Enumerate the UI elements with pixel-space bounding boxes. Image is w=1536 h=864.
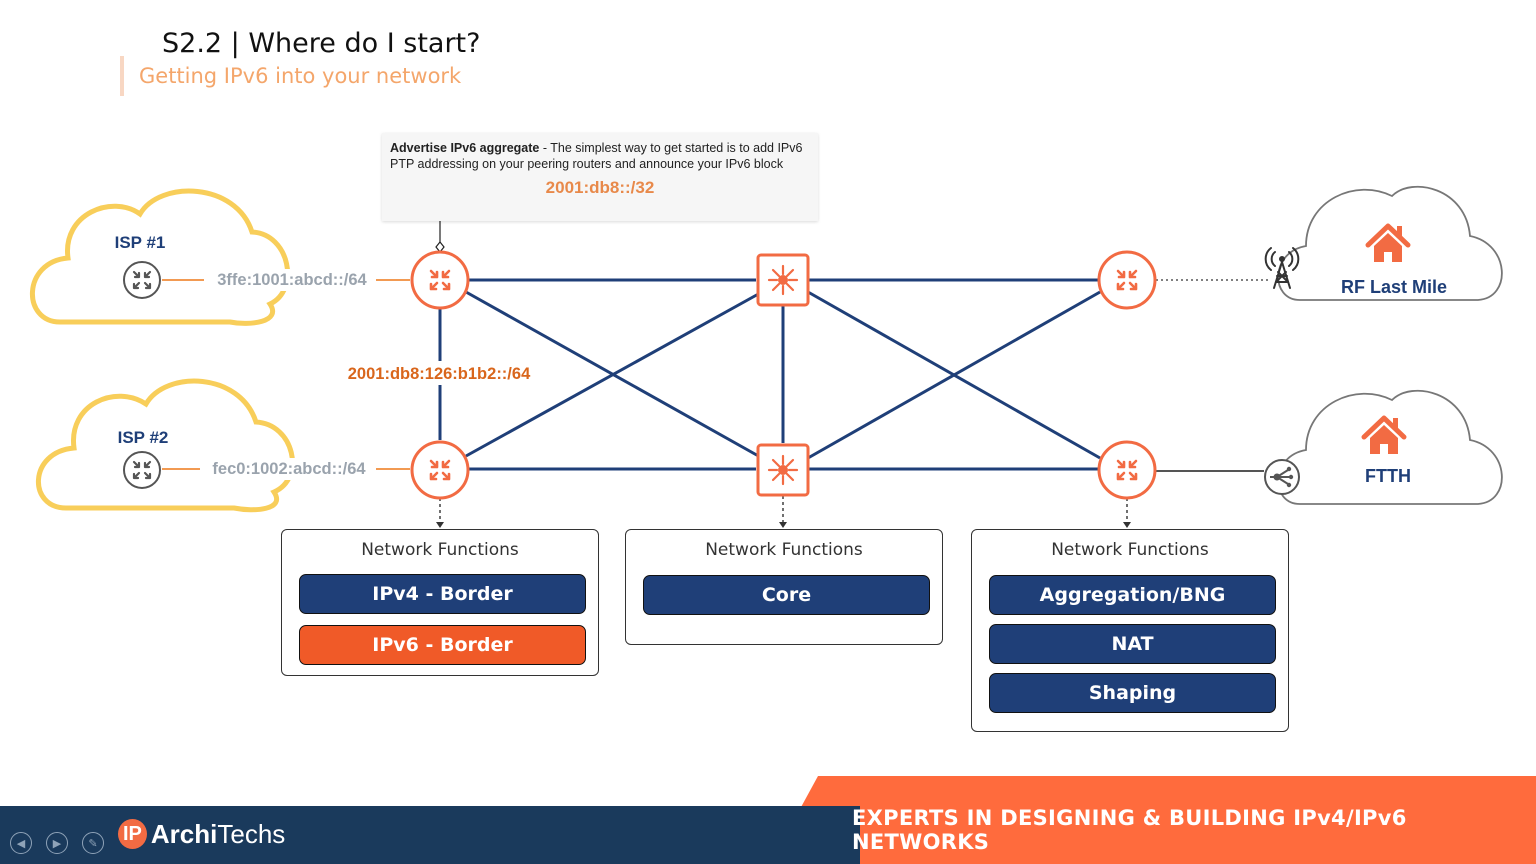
logo-name-rest: Techs	[217, 818, 286, 849]
radio-tower-icon	[1264, 247, 1300, 289]
isp2-label: ISP #2	[118, 428, 169, 447]
isp2-router-icon[interactable]	[123, 451, 161, 489]
ip-architechs-logo: IP ArchiTechs	[118, 818, 285, 850]
function-shaping[interactable]: Shaping	[989, 673, 1276, 713]
isp1-cloud	[29, 188, 291, 326]
border-router-1-icon[interactable]	[410, 250, 470, 310]
next-slide-icon[interactable]: ▶	[46, 832, 68, 854]
ftth-label: FTTH	[1365, 466, 1411, 486]
advertise-callout: Advertise IPv6 aggregate - The simplest …	[382, 133, 818, 221]
fiber-splitter-icon	[1264, 459, 1300, 495]
logo-name-bold: Archi	[150, 818, 218, 849]
edge-functions-box: Network Functions Aggregation/BNG NAT Sh…	[971, 529, 1289, 732]
core-functions-header: Network Functions	[705, 540, 863, 560]
border-functions-box: Network Functions IPv4 - Border IPv6 - B…	[281, 529, 599, 676]
isp1-link-prefix: 3ffe:1001:abcd::/64	[217, 271, 367, 289]
core-functions-box: Network Functions Core	[625, 529, 943, 645]
border-router-2-icon[interactable]	[410, 440, 470, 500]
core-switch-2-icon[interactable]	[756, 443, 810, 497]
function-ipv6-border[interactable]: IPv6 - Border	[299, 625, 586, 665]
function-aggregation-bng[interactable]: Aggregation/BNG	[989, 575, 1276, 615]
isp1-label: ISP #1	[115, 233, 166, 252]
function-core[interactable]: Core	[643, 575, 930, 615]
logo-ip-badge: IP	[118, 819, 147, 849]
rf-last-mile-label: RF Last Mile	[1341, 277, 1447, 297]
function-nat[interactable]: NAT	[989, 624, 1276, 664]
home-icon-rf	[1365, 223, 1411, 262]
footer-tagline: EXPERTS IN DESIGNING & BUILDING IPv4/IPv…	[852, 806, 1407, 854]
pen-tool-icon[interactable]: ✎	[82, 832, 104, 854]
callout-heading: Advertise IPv6 aggregate	[390, 141, 540, 155]
callout-prefix: 2001:db8::/32	[545, 178, 655, 197]
slide-subtitle: Getting IPv6 into your network	[139, 64, 462, 88]
edge-router-1-icon[interactable]	[1097, 250, 1157, 310]
isp1-router-icon[interactable]	[123, 261, 161, 299]
subtitle-accent-bar	[120, 56, 124, 96]
edge-router-2-icon[interactable]	[1097, 440, 1157, 500]
slide-title: S2.2 | Where do I start?	[162, 28, 481, 59]
logo-name: ArchiTechs	[151, 819, 285, 850]
callout-text: - The simplest way to get started is to …	[390, 141, 803, 171]
border-functions-header: Network Functions	[361, 540, 519, 560]
function-ipv4-border[interactable]: IPv4 - Border	[299, 574, 586, 614]
isp2-cloud	[36, 378, 295, 513]
rf-cloud	[1277, 185, 1503, 301]
border-link-prefix: 2001:db8:126:b1b2::/64	[348, 365, 531, 383]
previous-slide-icon[interactable]: ◀	[10, 832, 32, 854]
core-switch-1-icon[interactable]	[756, 253, 810, 307]
footer-accent-band	[770, 776, 1536, 864]
edge-functions-header: Network Functions	[1051, 540, 1209, 560]
isp2-link-prefix: fec0:1002:abcd::/64	[212, 460, 366, 478]
home-icon-ftth	[1361, 415, 1407, 454]
